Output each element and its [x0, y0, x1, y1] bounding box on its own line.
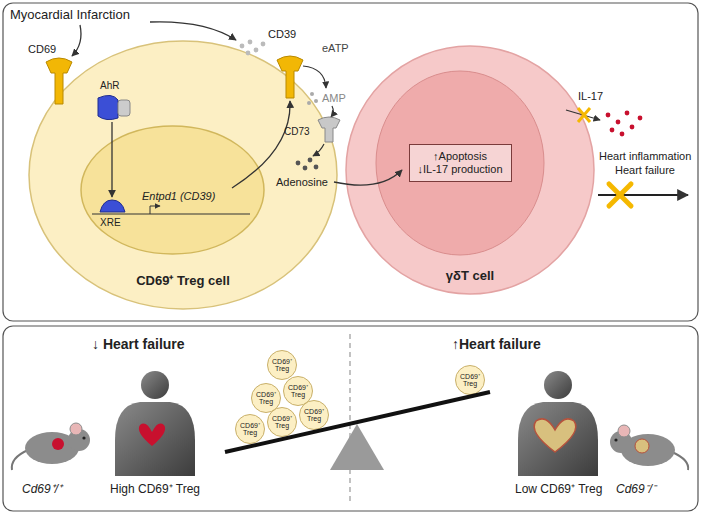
label: High CD69⁺ Treg — [110, 483, 200, 497]
mouse — [12, 423, 90, 470]
label: AMP — [322, 92, 346, 105]
cd39-receptor — [277, 56, 303, 98]
dna-line — [92, 213, 250, 214]
effect-box: ↑Apoptosis↓IL-17 production — [409, 144, 512, 182]
adenosine-dots — [296, 158, 319, 171]
circle-label: CD69⁺ Treg — [270, 415, 294, 430]
block-cross — [609, 184, 631, 206]
label: Cd69⁺/⁺ — [22, 483, 62, 497]
treg-circle: CD69⁺ Treg — [455, 365, 485, 395]
label: CD73 — [284, 126, 310, 138]
circle-label: CD69⁺ Treg — [302, 408, 326, 423]
divider — [349, 334, 350, 504]
label: Heart failure — [615, 164, 675, 177]
human — [518, 371, 598, 476]
arrow — [72, 25, 81, 56]
eatp-dots — [240, 40, 266, 56]
label: AhR — [100, 80, 119, 92]
promoter-arrow — [150, 206, 160, 214]
arrow — [598, 194, 688, 196]
arrow — [334, 170, 402, 185]
ahr-partner — [118, 100, 130, 116]
fulcrum — [330, 424, 384, 470]
node-text: XRE — [100, 217, 121, 229]
arrow — [313, 144, 324, 156]
treg-circle: CD69⁺ Treg — [299, 400, 329, 430]
circle-label: CD69⁺ Treg — [254, 391, 278, 406]
circle-label: CD69⁺ Treg — [458, 373, 482, 388]
label: Adenosine — [276, 176, 328, 189]
mouse — [610, 425, 688, 470]
il17-dots — [606, 111, 643, 137]
cd69-receptor — [46, 58, 72, 104]
arrow — [331, 106, 333, 117]
treg-nucleus: XRE Entpd1 (CD39) — [80, 125, 265, 255]
circle-label: CD69⁺ Treg — [270, 358, 294, 373]
node-text: Entpd1 (CD39) — [142, 190, 215, 203]
label: ↑Heart failure — [452, 336, 541, 352]
node-text: ↓IL-17 production — [418, 163, 503, 176]
label: IL-17 — [578, 90, 603, 103]
gd-t-cell: γδT cell ↑Apoptosis↓IL-17 production — [345, 45, 595, 295]
label: Low CD69⁺ Treg — [515, 483, 602, 497]
top-panel — [3, 3, 698, 321]
bottom-panel — [3, 326, 698, 511]
xre-bound-ahr — [100, 200, 125, 212]
label: ↓ Heart failure — [92, 336, 185, 352]
circle-label: CD69⁺ Treg — [286, 384, 310, 399]
ahr-shape — [98, 95, 118, 119]
human — [115, 371, 195, 476]
treg-circle: CD69⁺ Treg — [267, 350, 297, 380]
label: CD69 — [28, 43, 56, 56]
amp-dots — [307, 92, 318, 105]
cd73-receptor — [318, 117, 340, 142]
label: Myocardial Infarction — [10, 8, 130, 23]
arrow — [111, 122, 112, 197]
node-text: ↑Apoptosis — [433, 150, 487, 163]
label: Cd69⁻/⁻ — [616, 483, 656, 497]
treg-circle: CD69⁺ Treg — [235, 414, 265, 444]
node-text: γδT cell — [446, 269, 494, 284]
arrow — [150, 22, 236, 40]
label: CD39 — [268, 28, 296, 41]
node-text: CD69⁺ Treg cell — [136, 274, 230, 289]
label: Heart inflammation — [599, 150, 691, 163]
seesaw-beam — [225, 392, 490, 452]
treg-circle: CD69⁺ Treg — [267, 407, 297, 437]
label: eATP — [322, 42, 349, 55]
arrow — [232, 101, 290, 188]
block-cross — [578, 108, 590, 122]
arrow — [303, 66, 326, 88]
circle-label: CD69⁺ Treg — [238, 422, 262, 437]
